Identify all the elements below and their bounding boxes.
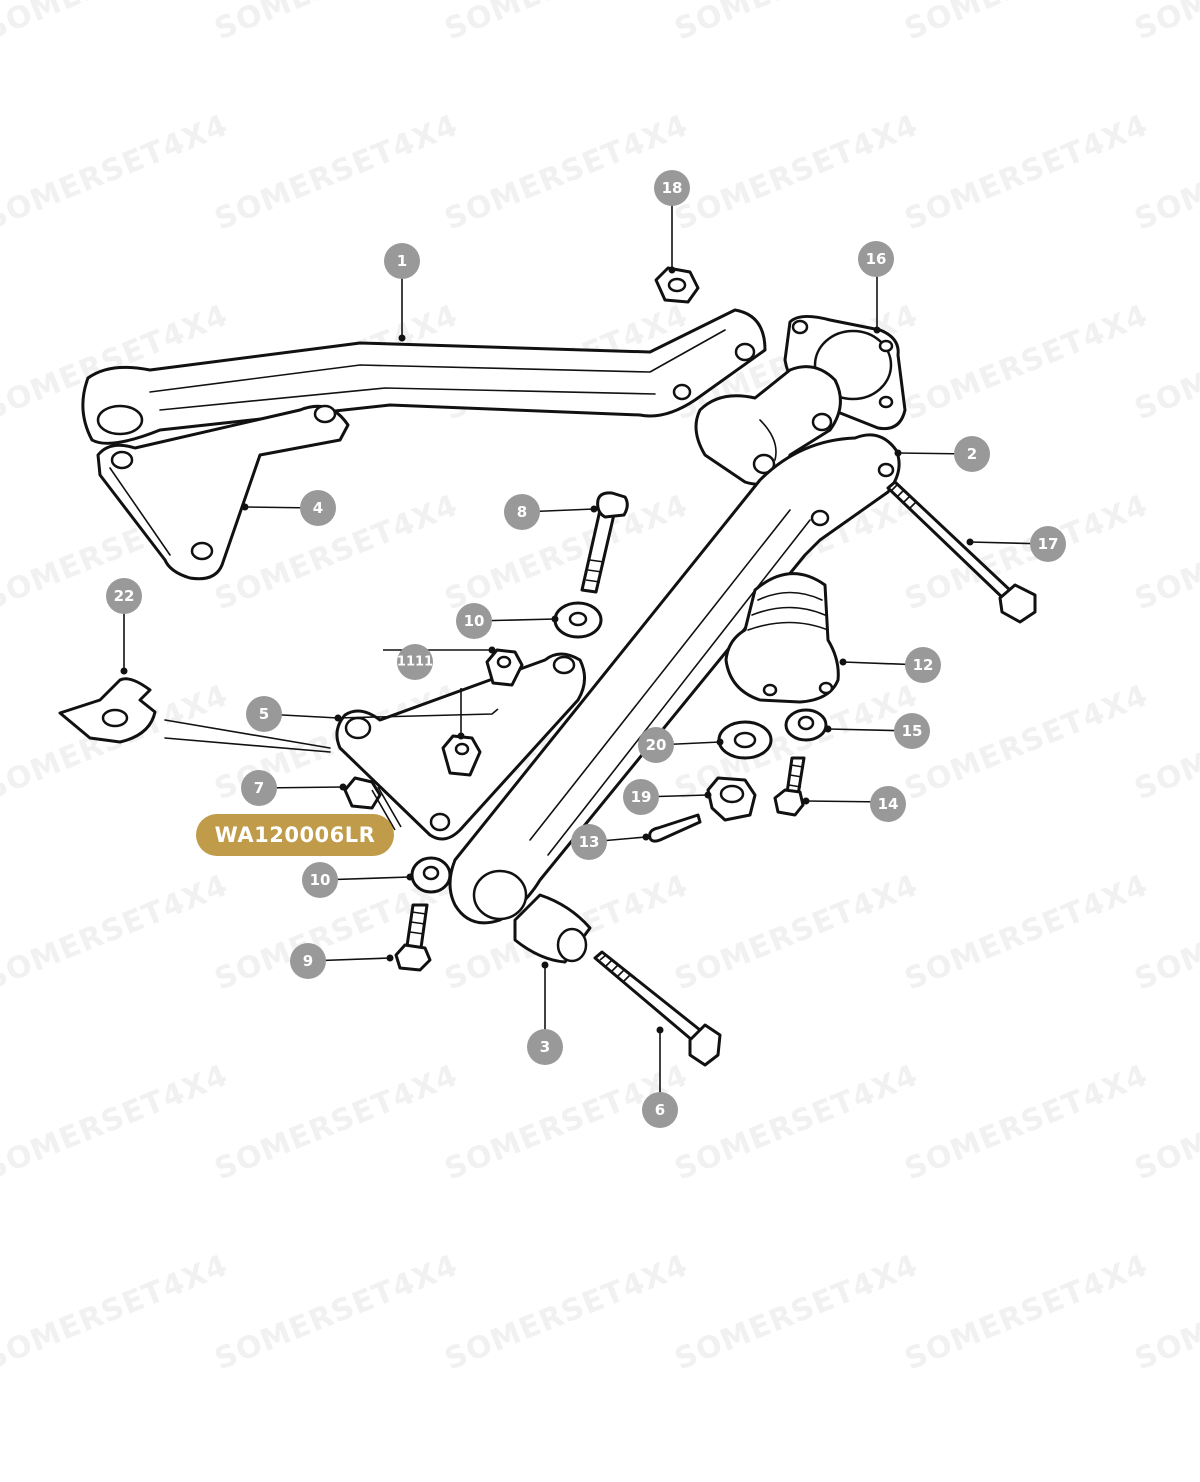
part-17-long-bolt xyxy=(886,480,1037,624)
svg-text:16: 16 xyxy=(866,250,887,268)
watermark-text: SOMERSET4X4 xyxy=(670,0,923,47)
svg-text:8: 8 xyxy=(517,503,527,521)
callout-2: 2 xyxy=(954,436,990,472)
callout-6: 6 xyxy=(642,1092,678,1128)
callout-20: 20 xyxy=(638,727,674,763)
svg-text:6: 6 xyxy=(655,1101,665,1119)
callout-7: 7 xyxy=(241,770,277,806)
svg-text:1111: 1111 xyxy=(397,655,433,670)
callout-5: 5 xyxy=(246,696,282,732)
svg-text:18: 18 xyxy=(662,179,683,197)
svg-text:4: 4 xyxy=(313,499,323,517)
svg-text:12: 12 xyxy=(913,656,934,674)
part-6-long-bolt xyxy=(593,950,722,1067)
reference-code-badge: WA120006LR xyxy=(196,814,394,856)
callout-13: 13 xyxy=(571,824,607,860)
watermark-text: SOMERSET4X4 xyxy=(0,1248,233,1377)
callout-19: 19 xyxy=(623,779,659,815)
watermark-text: SOMERSET4X4 xyxy=(210,108,463,237)
part-11-nut-upper xyxy=(485,648,524,687)
part-11-nut-lower xyxy=(441,734,482,777)
callout-1: 1 xyxy=(384,243,420,279)
callout-16: 16 xyxy=(858,241,894,277)
watermark-text: SOMERSET4X4 xyxy=(670,108,923,237)
part-12-ball-joint xyxy=(724,572,840,704)
part-1-upper-link-bar xyxy=(81,308,767,445)
callout-12: 12 xyxy=(905,647,941,683)
watermark-text: SOMERSET4X4 xyxy=(670,1058,923,1187)
watermark-text: SOMERSET4X4 xyxy=(670,868,923,997)
callout-18: 18 xyxy=(654,170,690,206)
part-7-nut xyxy=(343,776,402,831)
pivot-bush-housing xyxy=(694,365,842,486)
part-8-bolt xyxy=(580,491,629,594)
callout-3: 3 xyxy=(527,1029,563,1065)
svg-text:7: 7 xyxy=(254,779,264,797)
watermark-text: SOMERSET4X4 xyxy=(440,1248,693,1377)
part-14-bolt xyxy=(773,756,806,817)
watermark-text: SOMERSET4X4 xyxy=(440,108,693,237)
watermark-text: SOMERSET4X4 xyxy=(210,1058,463,1187)
watermark-text: SOMERSET4X4 xyxy=(440,0,693,47)
watermark-text: SOMERSET4X4 xyxy=(900,868,1153,997)
callout-11: 1111 xyxy=(397,644,433,680)
watermark-text: SOMERSET4X4 xyxy=(0,0,233,47)
watermark-text: SOMERSET4X4 xyxy=(0,868,233,997)
watermark-text: SOMERSET4X4 xyxy=(440,488,693,617)
callout-10-upper: 10 xyxy=(456,603,492,639)
part-19-castle-nut xyxy=(706,776,757,822)
svg-text:17: 17 xyxy=(1038,535,1059,553)
watermark-text: SOMERSET4X4 xyxy=(0,108,233,237)
svg-text:14: 14 xyxy=(878,795,899,813)
svg-text:19: 19 xyxy=(631,788,652,806)
svg-text:15: 15 xyxy=(902,722,923,740)
watermark-text: SOMERSET4X4 xyxy=(900,0,1153,47)
svg-text:5: 5 xyxy=(259,705,269,723)
part-4-bracket-plate xyxy=(96,404,350,581)
watermark-text: SOMERSET4X4 xyxy=(0,1058,233,1187)
part-2-radius-arm xyxy=(448,433,901,925)
watermark-text: SOMERSET4X4 xyxy=(1130,0,1200,47)
callout-9: 9 xyxy=(290,943,326,979)
part-15-spring-washer xyxy=(784,708,828,742)
callout-14: 14 xyxy=(870,786,906,822)
part-20-washer xyxy=(717,720,773,760)
callout-10-lower: 10 xyxy=(302,862,338,898)
svg-text:3: 3 xyxy=(540,1038,550,1056)
callout-17: 17 xyxy=(1030,526,1066,562)
part-9-bolt xyxy=(394,903,432,972)
svg-text:10: 10 xyxy=(464,612,485,630)
callout-8: 8 xyxy=(504,494,540,530)
svg-text:2: 2 xyxy=(967,445,977,463)
svg-text:10: 10 xyxy=(310,871,331,889)
part-22-clip xyxy=(58,677,331,753)
watermark-text: SOMERSET4X4 xyxy=(900,108,1153,237)
svg-text:22: 22 xyxy=(114,587,135,605)
svg-text:20: 20 xyxy=(646,736,667,754)
svg-text:1: 1 xyxy=(397,252,407,270)
watermark-text: SOMERSET4X4 xyxy=(210,0,463,47)
watermark-text: SOMERSET4X4 xyxy=(900,678,1153,807)
part-10-washer-lower xyxy=(410,856,452,894)
watermark-text: SOMERSET4X4 xyxy=(900,1248,1153,1377)
watermark-text: SOMERSET4X4 xyxy=(670,1248,923,1377)
svg-text:13: 13 xyxy=(579,833,600,851)
svg-text:9: 9 xyxy=(303,952,313,970)
watermark-text: SOMERSET4X4 xyxy=(900,1058,1153,1187)
part-18-nut xyxy=(654,266,700,304)
part-13-split-pin xyxy=(648,813,702,843)
callout-4: 4 xyxy=(300,490,336,526)
watermark-text: SOMERSET4X4 xyxy=(900,298,1153,427)
callout-15: 15 xyxy=(894,713,930,749)
part-10-washer-upper xyxy=(553,601,603,639)
part-3-bush xyxy=(513,893,592,964)
callout-22: 22 xyxy=(106,578,142,614)
watermark-text: SOMERSET4X4 xyxy=(210,1248,463,1377)
